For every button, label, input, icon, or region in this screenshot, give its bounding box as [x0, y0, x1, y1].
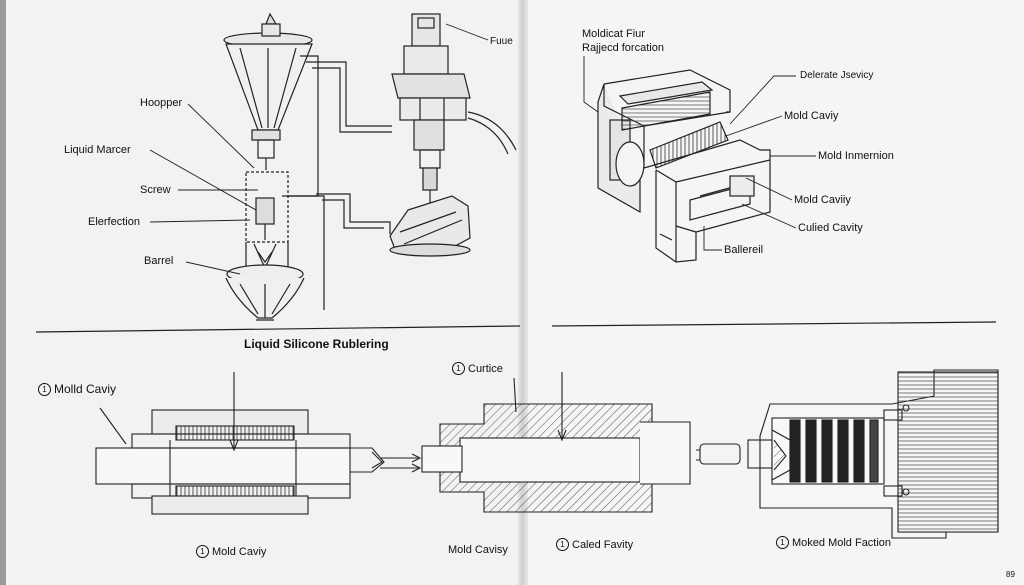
label-mold-caviy-1: Mold Caviy [784, 110, 839, 122]
label-liquid-marker: Liquid Marcer [64, 144, 131, 156]
figure-title-line2: Rajjecd forcation [582, 42, 664, 54]
label-text: Moked Mold Faction [792, 537, 892, 549]
label-text: Caled Favity [572, 539, 634, 551]
leader-lines-top-right [583, 56, 816, 251]
label-ejection: Elerfection [88, 216, 140, 228]
mold-block-3d [597, 69, 771, 263]
page-number: 89 [1006, 570, 1015, 579]
label-culied-cavity: Culied Cavity [798, 222, 863, 234]
section-divider-left [35, 325, 521, 333]
figure-caption: Liquid Silicone Rublering [244, 337, 389, 351]
circled-number: 1 [38, 383, 51, 396]
label-text: Curtice [468, 363, 503, 375]
page-edge [0, 0, 6, 585]
label-mold-caviy-2: Mold Caviiy [794, 194, 851, 206]
mold-section-middle [421, 372, 741, 513]
hopper-assembly [223, 12, 392, 321]
mold-section-right [747, 369, 999, 539]
label-delerate: Delerate Jsevicy [800, 70, 874, 81]
label-mold-cavisy: Mold Cavisy [448, 544, 508, 556]
label-fuse: Fuue [490, 36, 513, 47]
label-text: Molld Caviy [54, 382, 117, 396]
label-mold-internion: Mold Inmernion [818, 150, 894, 162]
label-barrel: Barrel [144, 255, 174, 267]
circled-number: 1 [776, 536, 789, 549]
circled-number: 1 [556, 538, 569, 551]
section-divider-right [551, 321, 997, 327]
label-hopper: Hoopper [140, 97, 183, 109]
label-text: Mold Caviy [212, 546, 267, 558]
circled-number: 1 [196, 545, 209, 558]
leader-lines-top-left [149, 23, 489, 275]
label-ballereil: Ballereil [724, 244, 764, 256]
label-screw: Screw [140, 184, 171, 196]
figure-title-line1: Moldicat Fiur [582, 28, 645, 40]
press-unit [389, 13, 517, 257]
mold-cavity-left [95, 372, 422, 515]
circled-number: 1 [452, 362, 465, 375]
book-spine [518, 0, 528, 585]
